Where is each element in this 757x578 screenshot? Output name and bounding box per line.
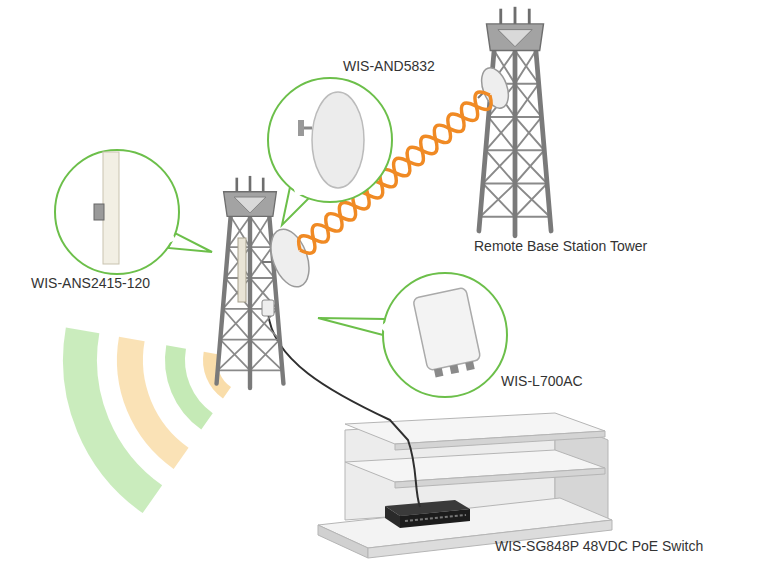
access-point (262, 300, 274, 316)
building (318, 413, 612, 558)
part-label: WIS-ANS2415-120 (31, 275, 150, 291)
dish-antenna (477, 64, 514, 112)
callout-bubble (268, 78, 392, 225)
local-tower (217, 176, 284, 388)
access-point-connector (450, 365, 459, 374)
callout-bubble (318, 273, 507, 397)
access-point (413, 287, 483, 378)
signal-arc (175, 347, 207, 421)
link-strand (294, 87, 497, 257)
building-floor (318, 525, 368, 558)
sector-antenna (103, 152, 119, 264)
access-point-connector (465, 361, 474, 370)
callout-circle (268, 78, 392, 202)
signal-waves (80, 330, 227, 499)
link-strand (294, 87, 497, 257)
callout-joint (166, 230, 176, 244)
callout-tail (318, 318, 385, 335)
part-label: Remote Base Station Tower (474, 238, 647, 254)
antenna-bracket (94, 204, 104, 220)
dish-antenna (264, 224, 316, 292)
callout-bubble (55, 150, 212, 274)
callout-circle (383, 273, 507, 397)
building-shelf (395, 431, 605, 450)
part-label: WIS-AND5832 (343, 58, 435, 74)
dish-mount (298, 120, 304, 136)
callout-joint (380, 321, 387, 333)
remote-tower (479, 7, 551, 236)
sector-antenna (238, 238, 246, 302)
dish-mount (262, 261, 272, 263)
wireless-link (294, 87, 497, 257)
building-shelf (395, 468, 605, 488)
switch-ports (405, 515, 466, 521)
part-label: WIS-SG848P 48VDC PoE Switch (495, 538, 703, 554)
switch-front (400, 509, 470, 528)
callout-joint (293, 186, 306, 196)
switch-side (385, 506, 400, 528)
part-label: WIS-L700AC (501, 373, 583, 389)
access-point-body (413, 287, 481, 371)
access-point-connector (434, 368, 443, 377)
callout-circle (55, 150, 179, 274)
dish-antenna (312, 92, 364, 188)
poe-switch (385, 500, 470, 528)
